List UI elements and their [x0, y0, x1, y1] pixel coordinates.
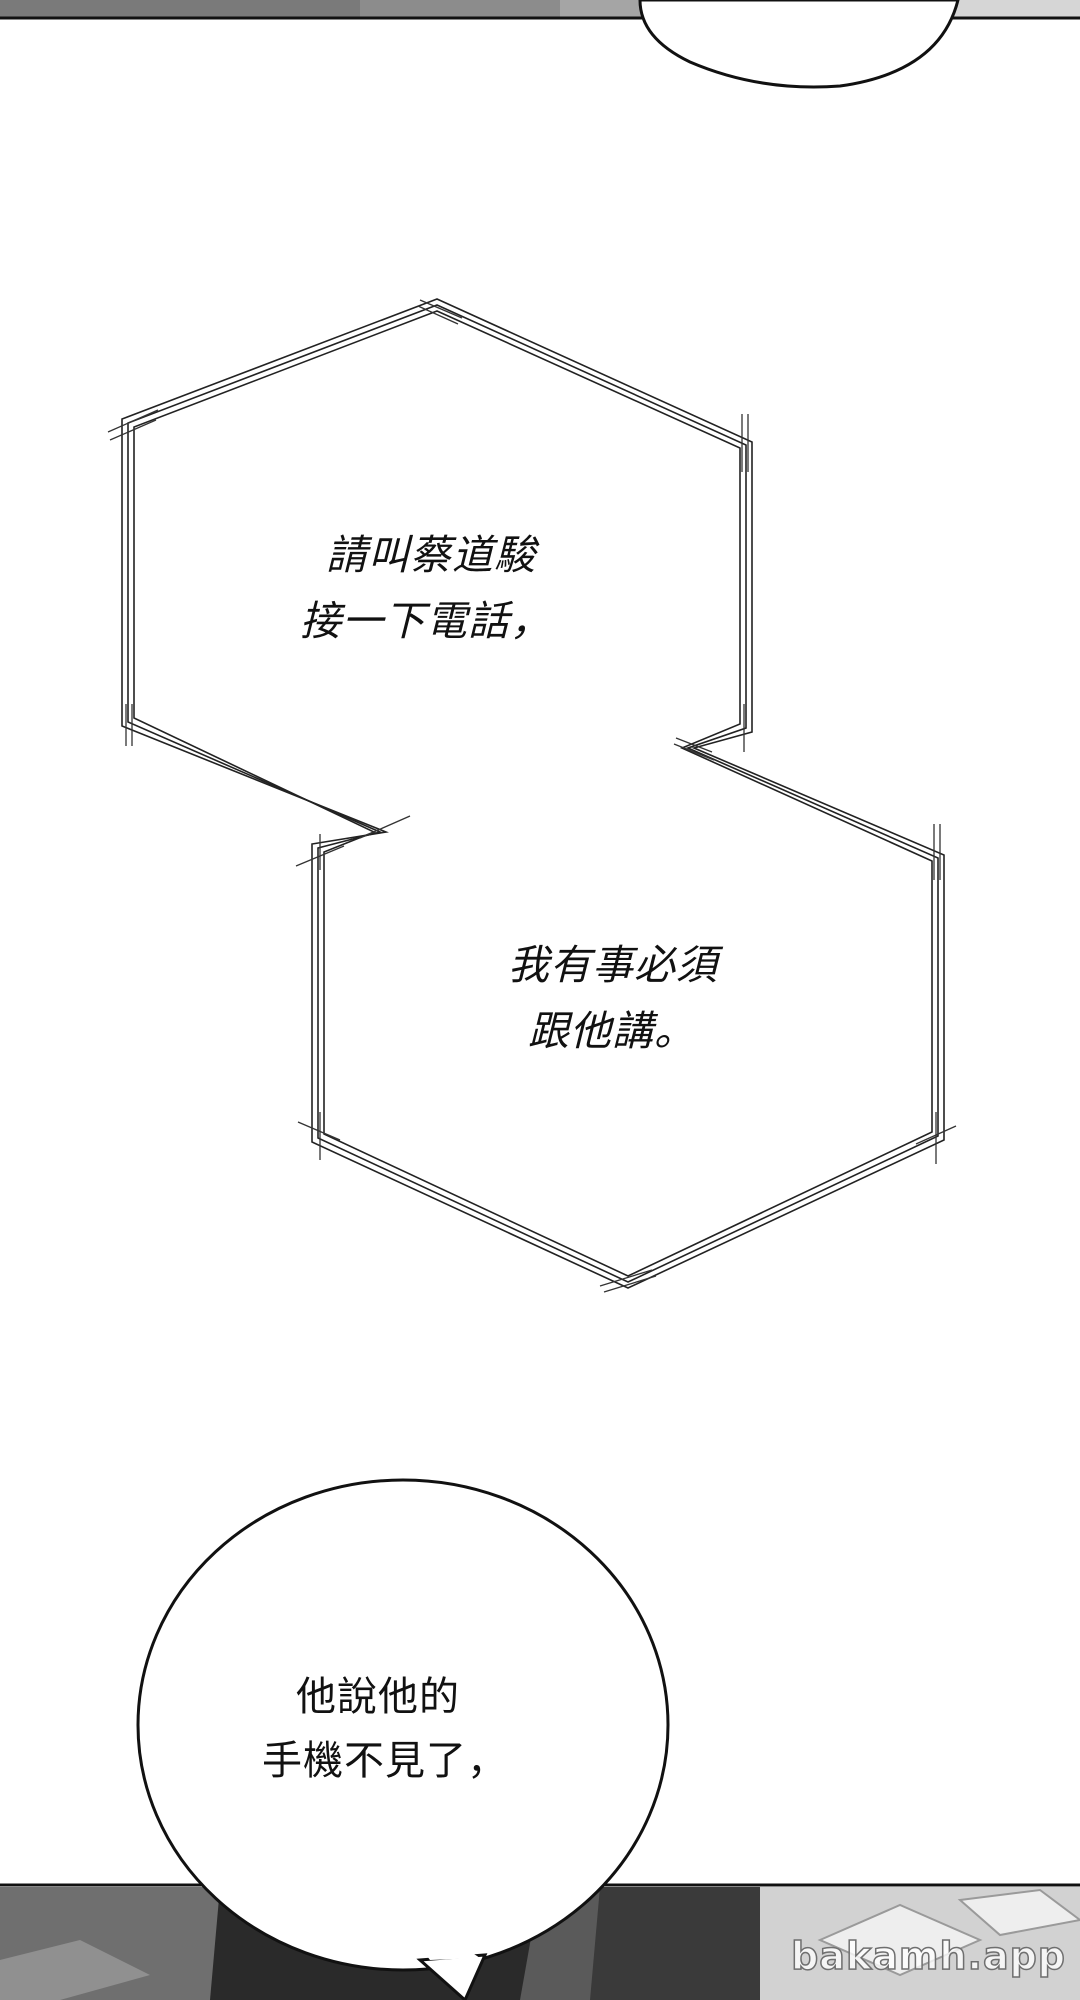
- speech-line-1: 他說他的: [296, 1674, 460, 1720]
- phone-line-2: 接一下電話，: [300, 597, 552, 645]
- speech-line-2: 手機不見了，: [262, 1738, 508, 1784]
- phone-bubble-outline: [121, 298, 945, 1289]
- watermark-text: bakamh.app: [790, 1933, 1066, 1979]
- phone-bubble-crossings: [107, 299, 957, 1293]
- speech-bubble-shape: [136, 1478, 670, 2000]
- phone-line-4: 跟他講。: [528, 1007, 696, 1055]
- top-panel: [0, 0, 1080, 89]
- phone-line-1: 請叫蔡道駿: [326, 531, 536, 579]
- phone-line-3: 我有事必須: [508, 941, 718, 989]
